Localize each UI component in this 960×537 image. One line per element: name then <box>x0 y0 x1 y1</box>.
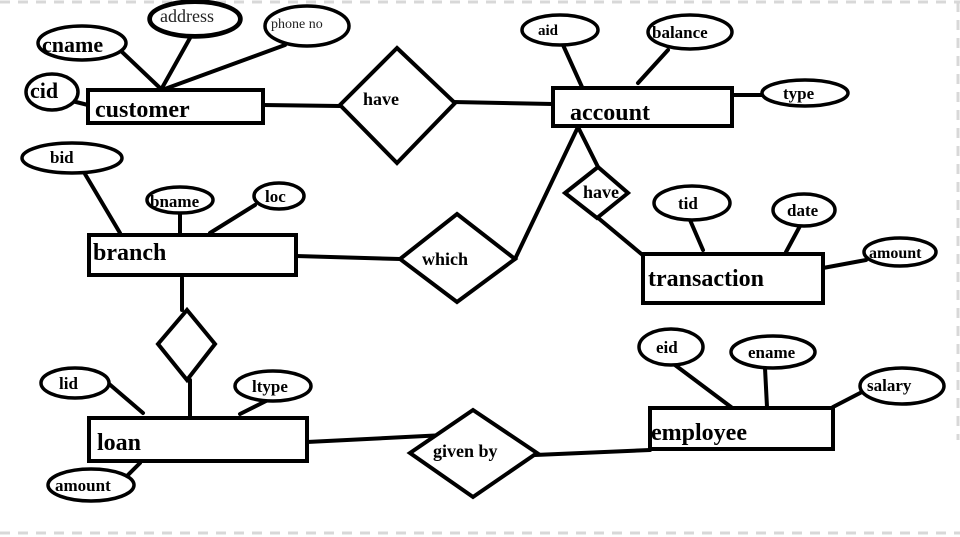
attribute-bname[interactable]: bname <box>145 185 215 215</box>
svg-text:cid: cid <box>30 78 58 103</box>
svg-text:branch: branch <box>93 240 166 266</box>
relationship-customer-account[interactable]: have <box>337 45 458 166</box>
attribute-ename[interactable]: ename <box>729 334 817 370</box>
svg-text:eid: eid <box>656 338 678 357</box>
svg-text:loc: loc <box>265 187 286 206</box>
attribute-cname[interactable]: cname <box>36 24 128 62</box>
svg-text:have: have <box>363 89 399 109</box>
svg-text:amount: amount <box>869 245 922 262</box>
entity-customer[interactable]: customer <box>86 88 265 125</box>
attribute-loan-amount[interactable]: amount <box>46 467 136 503</box>
svg-text:bname: bname <box>150 192 200 211</box>
relationship-branch-account[interactable]: which <box>396 211 519 305</box>
svg-text:account: account <box>570 100 650 126</box>
svg-text:date: date <box>787 201 819 220</box>
svg-text:tid: tid <box>678 194 698 213</box>
attribute-address[interactable]: address <box>147 0 243 39</box>
svg-text:have: have <box>583 182 619 202</box>
entity-loan[interactable]: loan <box>87 416 309 463</box>
connector-lines <box>66 36 868 478</box>
attribute-balance[interactable]: balance <box>646 13 734 51</box>
svg-text:bid: bid <box>50 148 74 167</box>
attribute-eid[interactable]: eid <box>637 327 705 367</box>
svg-text:aid: aid <box>538 23 559 39</box>
relationship-account-transaction[interactable]: have <box>561 164 632 221</box>
svg-text:lid: lid <box>59 374 78 393</box>
attribute-aid[interactable]: aid <box>520 13 600 47</box>
entity-employee[interactable]: employee <box>648 406 835 451</box>
attribute-tid[interactable]: tid <box>652 184 732 222</box>
attribute-type[interactable]: type <box>760 78 850 108</box>
svg-text:customer: customer <box>95 97 190 123</box>
svg-text:balance: balance <box>652 23 708 42</box>
svg-text:type: type <box>783 84 815 103</box>
attribute-bid[interactable]: bid <box>20 141 124 175</box>
attribute-cid[interactable]: cid <box>24 72 80 112</box>
attribute-phone-no[interactable]: phone no <box>263 4 351 48</box>
attribute-ltype[interactable]: ltype <box>233 369 313 403</box>
svg-text:amount: amount <box>55 476 111 495</box>
attribute-salary[interactable]: salary <box>858 366 946 406</box>
svg-text:loan: loan <box>97 430 141 456</box>
svg-text:ename: ename <box>748 343 796 362</box>
attribute-date[interactable]: date <box>771 192 837 228</box>
svg-text:employee: employee <box>651 420 747 446</box>
attribute-lid[interactable]: lid <box>39 366 111 400</box>
relationship-loan-employee[interactable]: given by <box>406 407 541 500</box>
svg-text:salary: salary <box>867 376 912 395</box>
svg-text:cname: cname <box>42 32 103 57</box>
svg-text:transaction: transaction <box>648 266 764 292</box>
entity-transaction[interactable]: transaction <box>641 252 825 305</box>
svg-text:phone no: phone no <box>271 17 323 32</box>
svg-text:given by: given by <box>433 441 498 461</box>
svg-text:ltype: ltype <box>252 377 288 396</box>
entity-account[interactable]: account <box>551 86 734 128</box>
svg-text:address: address <box>160 6 214 26</box>
svg-text:which: which <box>422 249 468 269</box>
attribute-loc[interactable]: loc <box>252 181 306 211</box>
relationship-branch-loan[interactable] <box>155 306 218 384</box>
attribute-transaction-amount[interactable]: amount <box>862 236 938 268</box>
entity-branch[interactable]: branch <box>87 233 298 277</box>
